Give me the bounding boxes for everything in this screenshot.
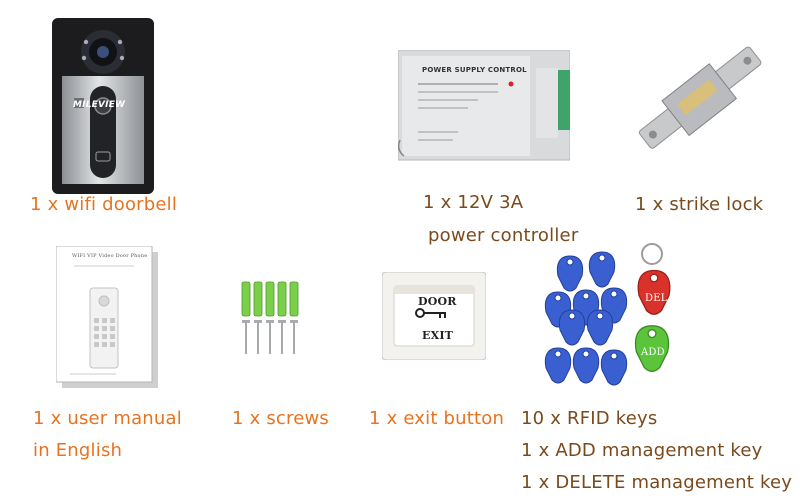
exit-door-label: DOOR [418, 295, 457, 308]
power-supply-image [398, 50, 570, 162]
rfid-keys-image [528, 240, 688, 388]
add-key-label: ADD [641, 347, 665, 358]
exit-button-image [382, 272, 486, 360]
screws-caption: 1 x screws [232, 408, 330, 429]
exit-exit-label: EXIT [422, 329, 454, 342]
user-manual-image [56, 246, 158, 388]
manual-caption-line2: in English [33, 440, 123, 461]
power-box-title: POWER SUPPLY CONTROL [422, 66, 527, 74]
power-caption-line1: 1 x 12V 3A [423, 192, 524, 213]
strike-lock-image [632, 38, 772, 162]
doorbell-brand: MILEVIEW [73, 100, 126, 110]
del-key-label: DEL [645, 293, 668, 304]
power-caption-line2: power controller [428, 225, 579, 246]
screws-image [236, 278, 306, 358]
exit-button-caption: 1 x exit button [369, 408, 505, 429]
rfid-keys-caption-line3: 1 x DELETE management key [521, 472, 793, 493]
doorbell-caption: 1 x wifi doorbell [30, 194, 178, 215]
strike-lock-caption: 1 x strike lock [635, 194, 764, 215]
manual-cover-title: WIFI VIP Video Door Phone [72, 253, 148, 259]
manual-caption-line1: 1 x user manual [33, 408, 182, 429]
doorbell-image [52, 18, 154, 194]
rfid-keys-caption-line1: 10 x RFID keys [521, 408, 658, 429]
rfid-keys-caption-line2: 1 x ADD management key [521, 440, 763, 461]
